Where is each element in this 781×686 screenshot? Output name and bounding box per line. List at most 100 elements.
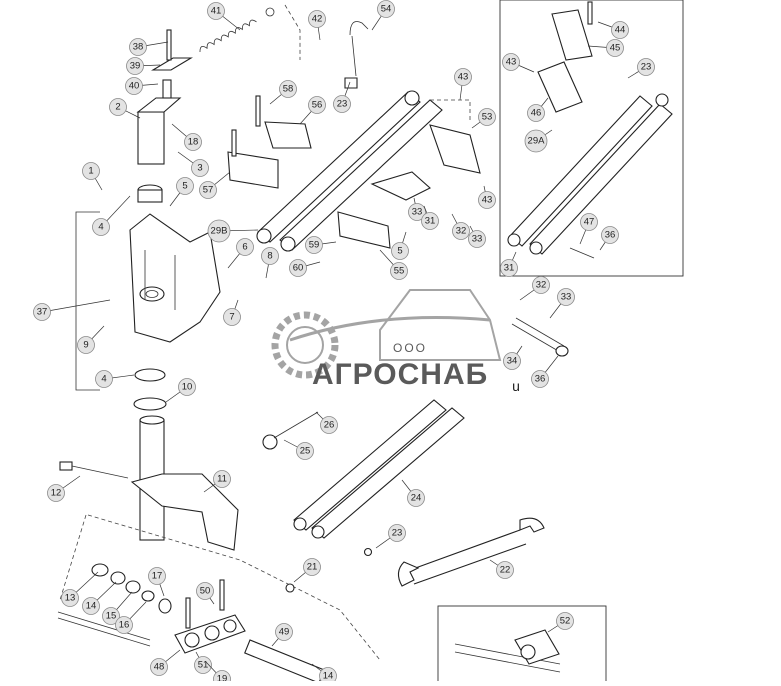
bolt-50 — [219, 579, 225, 611]
callout-label: 23 — [337, 99, 348, 110]
callout-33: 33 — [468, 225, 486, 248]
callout-3: 3 — [177, 151, 209, 177]
callout-52: 52 — [547, 612, 574, 633]
plate-46 — [537, 61, 583, 113]
callout-bubble — [557, 288, 575, 306]
callout-45: 45 — [587, 39, 624, 57]
callout-label: 17 — [152, 571, 163, 582]
hook-part — [349, 21, 369, 77]
callout-bubble — [388, 524, 406, 542]
callout-1: 1 — [82, 162, 103, 191]
callout-label: 45 — [610, 43, 621, 54]
callout-label: 19 — [217, 674, 228, 682]
callout-29B: 29B — [207, 219, 259, 243]
callout-40: 40 — [125, 77, 159, 95]
callout-54: 54 — [371, 0, 395, 31]
callout-bubble — [199, 181, 217, 199]
dashed-guide-lower — [87, 514, 381, 661]
callout-60: 60 — [289, 259, 321, 277]
callout-label: 58 — [283, 84, 294, 95]
callout-bubble — [194, 656, 212, 674]
bolt-58b — [231, 129, 237, 157]
callout-41: 41 — [207, 2, 241, 31]
bracket-53 — [429, 124, 481, 174]
callout-label: 57 — [203, 185, 214, 196]
callout-9: 9 — [77, 325, 105, 354]
callout-23: 23 — [333, 81, 351, 113]
callout-label: 13 — [65, 593, 76, 604]
callout-bubble — [500, 259, 518, 277]
callout-bubble — [580, 213, 598, 231]
callout-bubble — [95, 370, 113, 388]
callout-label: 42 — [312, 14, 323, 25]
bolt-50b — [185, 597, 191, 629]
callout-57: 57 — [199, 171, 231, 199]
callout-bubble — [408, 203, 426, 221]
callout-label: 3 — [197, 163, 202, 174]
callout-bubble — [305, 236, 323, 254]
callout-bubble — [320, 416, 338, 434]
callout-23: 23 — [375, 524, 406, 549]
callout-label: 14 — [323, 671, 334, 682]
callout-label: 51 — [198, 660, 209, 671]
callout-label: 31 — [425, 216, 436, 227]
plate-57 — [227, 151, 279, 189]
callout-bubble — [478, 108, 496, 126]
washer-17 — [158, 598, 172, 614]
callout-bubble — [531, 370, 549, 388]
bushing-lower — [134, 368, 166, 382]
callout-bubble — [191, 159, 209, 177]
callout-12: 12 — [47, 475, 81, 502]
callout-bubble — [468, 230, 486, 248]
callout-33: 33 — [408, 197, 426, 221]
callout-label: 1 — [88, 166, 93, 177]
axle-52 — [454, 629, 561, 673]
callout-bubble — [82, 597, 100, 615]
callout-50: 50 — [196, 582, 215, 605]
callout-18: 18 — [171, 123, 202, 151]
callout-label: 29B — [211, 226, 228, 237]
callout-label: 44 — [615, 25, 626, 36]
callout-bubble — [390, 262, 408, 280]
plate-40 — [151, 29, 193, 71]
callout-43: 43 — [502, 53, 535, 73]
washer-14 — [110, 571, 126, 585]
axle-49-right — [244, 639, 325, 684]
callout-label: 56 — [312, 100, 323, 111]
callout-label: 32 — [456, 226, 467, 237]
callout-22: 22 — [489, 559, 514, 579]
callout-31: 31 — [421, 205, 439, 230]
label-extra-u: u — [512, 378, 520, 394]
callout-label: 49 — [279, 627, 290, 638]
callout-43: 43 — [478, 185, 496, 209]
callout-label: 4 — [101, 374, 106, 385]
callout-bubble — [115, 616, 133, 634]
callout-bubble — [606, 39, 624, 57]
callout-bubble — [33, 303, 51, 321]
plate-44 — [551, 9, 593, 61]
callout-label: 50 — [200, 586, 211, 597]
callout-4: 4 — [95, 370, 135, 388]
callout-label: 25 — [300, 446, 311, 457]
callout-bubble — [109, 98, 127, 116]
assembly-29a-frame — [499, 0, 684, 277]
callout-label: 4 — [98, 222, 103, 233]
bracket-37 — [129, 213, 221, 343]
nut-23 — [363, 547, 373, 557]
callout-label: 43 — [482, 195, 493, 206]
callout-14: 14 — [82, 581, 117, 615]
callout-bubble — [296, 442, 314, 460]
callout-label: 5 — [397, 246, 402, 257]
callout-8: 8 — [261, 247, 279, 279]
plate-55 — [337, 211, 391, 249]
callout-label: 22 — [500, 565, 511, 576]
callout-label: 10 — [182, 382, 193, 393]
callout-56: 56 — [299, 96, 326, 125]
callout-label: 21 — [307, 562, 318, 573]
axle-49-left — [57, 611, 151, 647]
washer-16 — [141, 590, 155, 602]
callout-bubble — [532, 276, 550, 294]
callout-15: 15 — [102, 591, 133, 625]
